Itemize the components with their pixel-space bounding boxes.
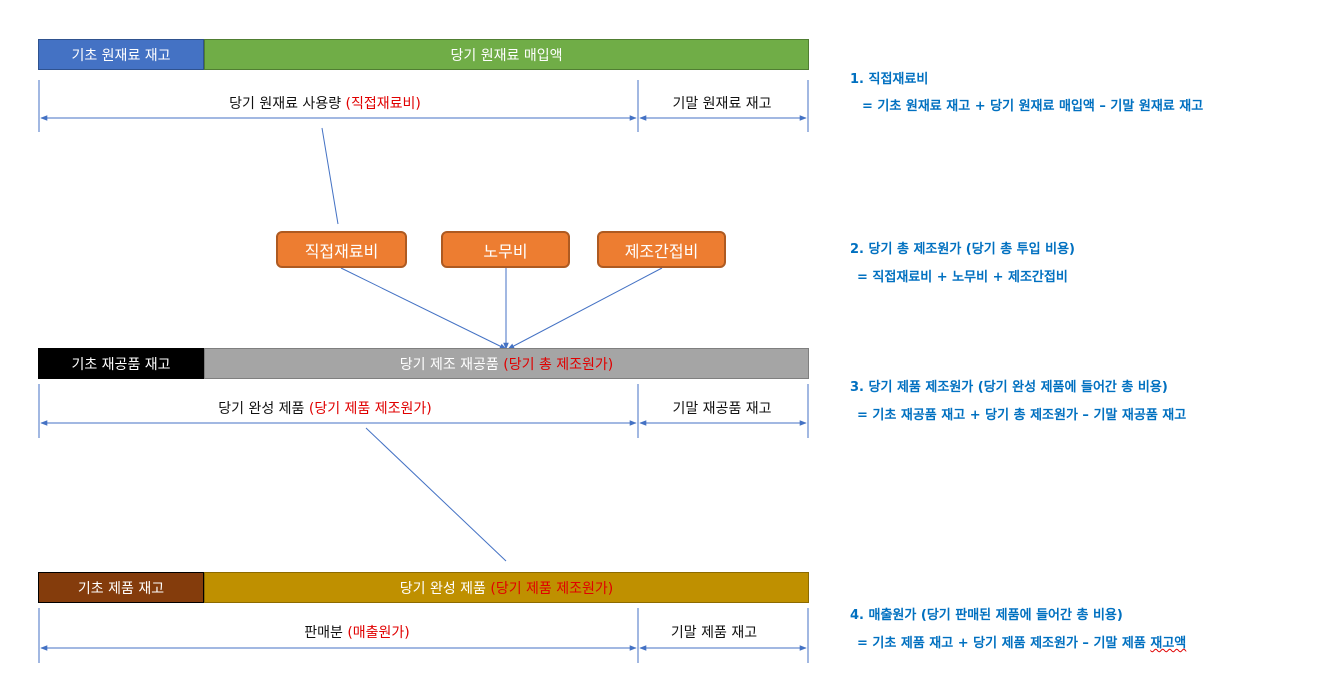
highlight-text: (당기 제품 제조원가) (490, 580, 614, 597)
bar-label: 당기 완성 제품 (399, 580, 486, 597)
note-2-title: 2. 당기 총 제조원가 (당기 총 투입 비용) (850, 242, 1075, 257)
ending-raw-material-label: 기말 원재료 재고 (672, 96, 772, 112)
direct-material-box: 직접재료비 (276, 231, 407, 268)
labor-box: 노무비 (441, 231, 570, 268)
note-3-title: 3. 당기 제품 제조원가 (당기 완성 제품에 들어간 총 비용) (850, 380, 1168, 395)
bar-label: 기초 제품 재고 (77, 580, 165, 597)
connector-arrow (340, 267, 507, 350)
beginning-finished-goods-bar: 기초 제품 재고 (38, 572, 204, 603)
bar-label: 기초 원재료 재고 (71, 47, 171, 64)
bar-label: 당기 원재료 매입액 (450, 47, 563, 64)
overhead-box: 제조간접비 (597, 231, 726, 268)
connector-line (321, 127, 339, 225)
bar-label: 당기 제조 재공품 (399, 356, 499, 373)
current-finished-goods-bar: 당기 완성 제품 (당기 제품 제조원가) (204, 572, 809, 603)
beginning-wip-bar: 기초 재공품 재고 (38, 348, 204, 379)
ending-finished-goods-label: 기말 제품 재고 (670, 625, 758, 641)
ending-wip-label: 기말 재공품 재고 (672, 401, 772, 417)
note-4-title: 4. 매출원가 (당기 판매된 제품에 들어간 총 비용) (850, 608, 1123, 623)
note-3-formula: = 기초 재공품 재고 + 당기 총 제조원가 – 기말 재공품 재고 (857, 408, 1187, 423)
highlight-text: (당기 제품 제조원가) (308, 401, 432, 417)
beginning-raw-material-bar: 기초 원재료 재고 (38, 39, 204, 70)
highlight-text: (매출원가) (347, 625, 410, 641)
raw-material-usage-label: 당기 원재료 사용량 (직접재료비) (229, 96, 421, 112)
note-4-formula: = 기초 제품 재고 + 당기 제품 제조원가 – 기말 제품 재고액 (857, 636, 1187, 651)
current-wip-bar: 당기 제조 재공품 (당기 총 제조원가) (204, 348, 809, 379)
bar-label: 기초 재공품 재고 (71, 356, 171, 373)
note-1-title: 1. 직접재료비 (850, 72, 929, 87)
completed-goods-label: 당기 완성 제품 (당기 제품 제조원가) (218, 401, 432, 417)
spellcheck-underlined-text: 재고액 (1150, 636, 1187, 651)
note-1-formula: = 기초 원재료 재고 + 당기 원재료 매입액 – 기말 원재료 재고 (862, 99, 1204, 114)
sold-goods-label: 판매분 (매출원가) (304, 625, 410, 641)
raw-material-purchase-bar: 당기 원재료 매입액 (204, 39, 809, 70)
note-2-formula: = 직접재료비 + 노무비 + 제조간접비 (857, 270, 1068, 285)
connector-arrow (507, 267, 663, 350)
connector-line (365, 427, 507, 562)
highlight-text: (직접재료비) (345, 96, 421, 112)
highlight-text: (당기 총 제조원가) (503, 356, 614, 373)
